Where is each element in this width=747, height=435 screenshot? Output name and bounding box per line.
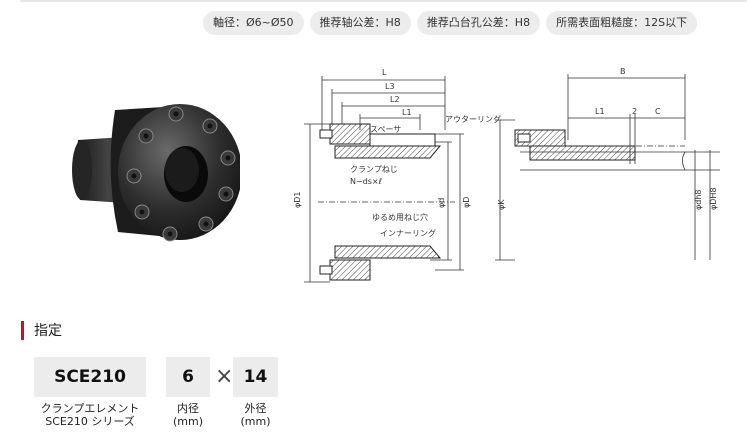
- dim-B: B: [620, 67, 626, 76]
- outer-caption: 外径 (mm): [233, 402, 278, 428]
- dim-D: φD: [462, 197, 471, 208]
- dim-L1-right: L1: [595, 107, 605, 116]
- dim-L2: L2: [390, 95, 400, 104]
- outer-caption-line1: 外径: [244, 402, 267, 415]
- inner-caption: 内径 (mm): [166, 402, 210, 428]
- times-symbol: ×: [215, 364, 234, 389]
- outer-diameter-box[interactable]: 14: [233, 357, 278, 397]
- spec-tags: 軸径：Ø6~Ø50 推荐轴公差：H8 推荐凸台孔公差：H8 所需表面粗糙度：12…: [203, 11, 698, 35]
- label-release-hole: ゆるめ用ねじ穴: [372, 212, 428, 222]
- tag-boss-tolerance: 推荐凸台孔公差：H8: [416, 11, 541, 35]
- outer-caption-line2: (mm): [240, 415, 271, 428]
- label-inner-ring: インナーリング: [380, 228, 436, 238]
- label-clamp-screw: クランプねじ: [350, 165, 398, 174]
- product-photo: [72, 104, 240, 242]
- model-caption-line1: クランプエレメント: [40, 402, 140, 415]
- dim-L3: L3: [385, 82, 395, 91]
- model-box[interactable]: SCE210: [34, 357, 146, 397]
- dim-D1: φD1: [293, 191, 302, 208]
- technical-drawing: L L3 L2 L1 スペーサ アウターリング クランプねじ N−ds×ℓ ゆる…: [293, 67, 720, 283]
- tag-surface-roughness: 所需表面粗糙度：12S以下: [546, 11, 698, 35]
- label-screw-spec: N−ds×ℓ: [350, 177, 382, 186]
- dim-C: C: [655, 107, 661, 116]
- section-title: 指定: [34, 323, 62, 339]
- dim-DH8: φDH8: [709, 187, 718, 210]
- inner-caption-line2: (mm): [172, 415, 203, 428]
- label-spacer: スペーサ: [370, 125, 401, 134]
- model-caption: クランプエレメント SCE210 シリーズ: [28, 402, 152, 428]
- dim-K: φK: [497, 199, 506, 210]
- tag-shaft-diameter: 軸径：Ø6~Ø50: [203, 11, 304, 35]
- tag-shaft-tolerance: 推荐轴公差：H8: [309, 11, 411, 35]
- dim-2: 2: [632, 107, 637, 116]
- model-caption-line2: SCE210 シリーズ: [45, 415, 135, 428]
- section-accent-bar: [21, 320, 24, 340]
- section-header: 指定: [21, 320, 62, 340]
- label-outer-ring: アウターリング: [445, 114, 501, 124]
- dim-dh8: φdh8: [694, 189, 703, 210]
- dim-L1: L1: [402, 108, 412, 117]
- dim-L: L: [382, 68, 387, 77]
- inner-diameter-box[interactable]: 6: [166, 357, 210, 397]
- inner-caption-line1: 内径: [177, 402, 199, 415]
- dim-d: φd: [437, 198, 446, 208]
- top-border: [20, 0, 747, 2]
